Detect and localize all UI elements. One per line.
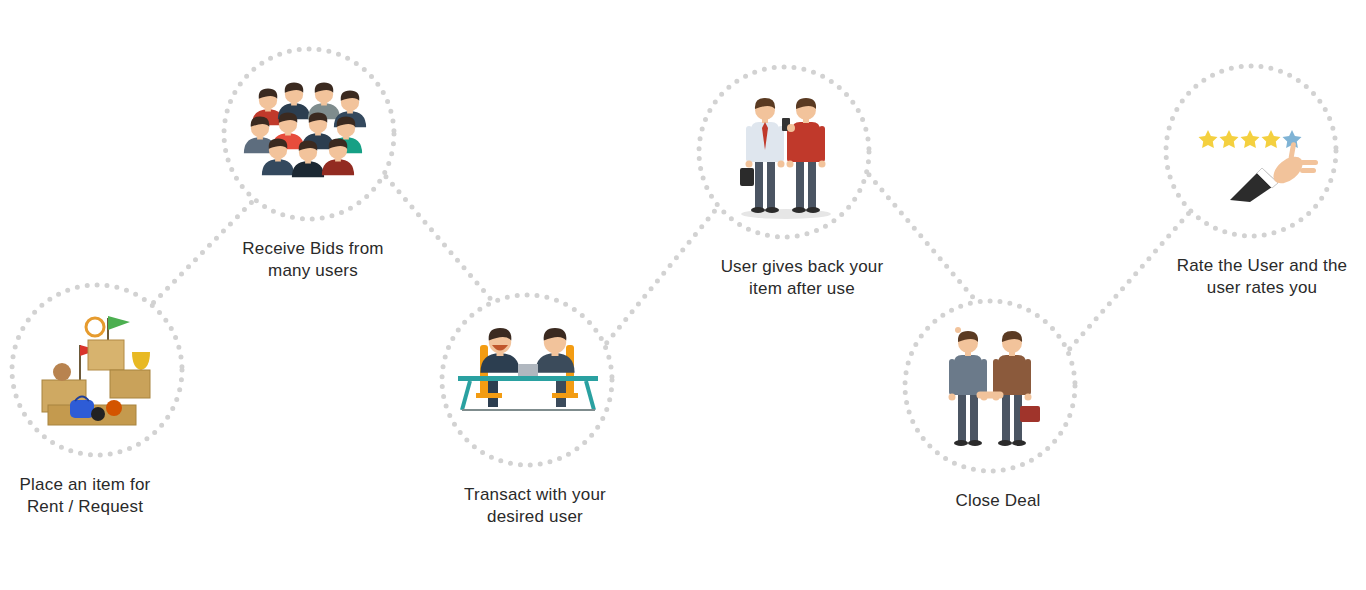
step-circle: User gives back your item after use [696,64,872,240]
dotted-connector [386,177,491,300]
dotted-connector [607,209,717,343]
dotted-ring [1163,63,1339,239]
step-circle: Transact with your desired user [439,292,615,468]
caption-wrap: User gives back your item after use [710,256,895,300]
caption-wrap: Place an item for Rent / Request [10,474,160,518]
dotted-ring [902,298,1078,474]
dotted-ring [9,282,185,458]
dotted-ring-outline [905,301,1075,471]
caption-wrap: Close Deal [918,490,1078,512]
meeting-illustration [458,328,598,410]
step-label: User gives back your item after use [710,256,895,300]
dotted-ring [221,46,397,222]
caption-wrap: Transact with your desired user [455,484,615,528]
dotted-ring-outline [12,285,182,455]
step-circle: Place an item for Rent / Request [9,282,185,458]
step-label: Transact with your desired user [455,484,615,528]
dotted-ring-outline [1166,66,1336,236]
dotted-ring-outline [224,49,394,219]
step-label: Receive Bids from many users [233,238,393,282]
items-illustration [42,316,150,425]
step-circle: Close Deal [902,298,1078,474]
handshake-illustration [949,327,1041,446]
step-circle: Receive Bids from many users [221,46,397,222]
return-illustration [740,98,831,219]
dotted-ring-outline [699,67,869,237]
caption-wrap: Rate the User and the user rates you [1164,255,1360,299]
step-label: Rate the User and the user rates you [1164,255,1360,299]
step-label: Place an item for Rent / Request [10,474,160,518]
rating-illustration [1199,130,1319,202]
dotted-ring-outline [442,295,612,465]
step-circle: Rate the User and the user rates you [1163,63,1339,239]
dotted-ring [696,64,872,240]
step-label: Close Deal [918,490,1078,512]
dotted-ring [439,292,615,468]
crowd-illustration [244,83,366,178]
caption-wrap: Receive Bids from many users [233,238,393,282]
